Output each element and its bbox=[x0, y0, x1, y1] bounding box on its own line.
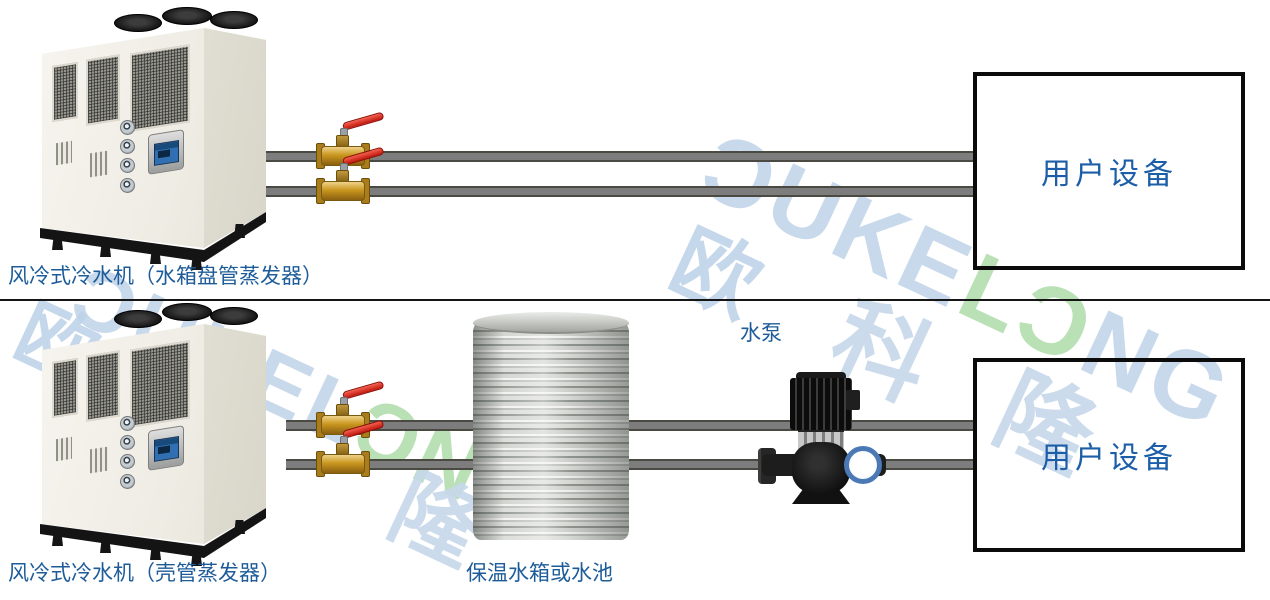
top-return-pipe bbox=[264, 186, 975, 197]
pump-volute-body bbox=[792, 442, 850, 494]
chiller-fan bbox=[162, 7, 212, 25]
chiller-fan bbox=[114, 310, 162, 328]
bottom-chiller-unit bbox=[34, 298, 270, 566]
valve-handle bbox=[341, 380, 385, 400]
pump-caption: 水泵 bbox=[740, 322, 782, 345]
pressure-gauge bbox=[120, 178, 135, 193]
chiller-louver-vent bbox=[56, 436, 72, 462]
valve-handle bbox=[341, 111, 385, 131]
watermark-letter: Ɔ bbox=[685, 112, 797, 240]
pump-motor bbox=[790, 378, 852, 430]
watermark-letter: U bbox=[751, 143, 863, 271]
chiller-side-panel bbox=[204, 324, 266, 544]
chiller-condenser-grille bbox=[52, 357, 78, 419]
top-user-equipment-box: 用户设备 bbox=[973, 72, 1245, 270]
chiller-foot bbox=[52, 532, 63, 546]
chiller-condenser-grille bbox=[86, 54, 120, 126]
valve-body bbox=[321, 454, 365, 474]
chiller-foot bbox=[150, 250, 161, 264]
chiller-fan bbox=[114, 14, 162, 32]
section-divider bbox=[0, 299, 1270, 301]
chiller-louver-vent bbox=[56, 140, 72, 166]
chiller-louver-vent bbox=[90, 150, 108, 178]
water-pump bbox=[758, 372, 890, 512]
pump-discharge-flange bbox=[844, 446, 882, 484]
pressure-gauge bbox=[120, 158, 135, 173]
top-user-equipment-label: 用户设备 bbox=[1041, 158, 1177, 191]
chiller-foot bbox=[150, 546, 161, 560]
bottom-return-valve bbox=[316, 419, 399, 477]
pressure-gauge bbox=[120, 416, 135, 431]
chiller-foot bbox=[52, 236, 63, 250]
chiller-foot bbox=[234, 520, 245, 534]
bottom-user-equipment-label: 用户设备 bbox=[1041, 442, 1177, 475]
chiller-condenser-grille bbox=[130, 340, 190, 428]
control-panel-screen bbox=[154, 435, 179, 462]
pump-junction-box bbox=[846, 390, 860, 410]
bottom-user-equipment-box: 用户设备 bbox=[973, 358, 1245, 552]
pressure-gauge bbox=[120, 454, 135, 469]
chiller-foot bbox=[191, 256, 202, 270]
bottom-chiller-caption: 风冷式冷水机（壳管蒸发器） bbox=[8, 562, 281, 585]
chiller-condenser-grille bbox=[86, 350, 120, 422]
watermark-letter: E bbox=[883, 204, 990, 330]
valve-body bbox=[321, 181, 365, 201]
chiller-foot bbox=[100, 539, 111, 553]
pressure-gauge bbox=[120, 139, 135, 154]
chiller-foot bbox=[234, 224, 245, 238]
top-supply-pipe bbox=[264, 151, 975, 162]
pump-base bbox=[792, 490, 850, 504]
chiller-condenser-grille bbox=[130, 44, 190, 132]
pump-motor-cap bbox=[796, 372, 846, 382]
tank-body bbox=[473, 322, 629, 540]
chiller-louver-vent bbox=[90, 446, 108, 474]
top-return-valve bbox=[316, 146, 399, 204]
insulated-water-tank bbox=[473, 312, 629, 546]
chiller-foot bbox=[191, 552, 202, 566]
chiller-fan bbox=[210, 307, 258, 325]
chiller-fan bbox=[162, 303, 212, 321]
chiller-control-panel bbox=[148, 425, 184, 471]
top-chiller-caption: 风冷式冷水机（水箱盘管蒸发器） bbox=[8, 265, 323, 288]
chiller-condenser-grille bbox=[52, 61, 78, 123]
chiller-control-panel bbox=[148, 129, 184, 175]
control-panel-screen bbox=[154, 139, 179, 166]
chiller-side-panel bbox=[204, 28, 266, 248]
watermark-cjk-ou-top: 欧 bbox=[656, 213, 775, 336]
pressure-gauge bbox=[120, 474, 135, 489]
chiller-foot bbox=[100, 243, 111, 257]
bottom-return-pipe bbox=[286, 459, 975, 470]
bottom-supply-pipe bbox=[286, 420, 975, 431]
top-chiller-unit bbox=[34, 2, 270, 270]
tank-caption: 保温水箱或水池 bbox=[466, 562, 613, 585]
tank-top-cap bbox=[473, 312, 629, 334]
chiller-fan bbox=[210, 11, 258, 29]
pressure-gauge bbox=[120, 120, 135, 135]
pressure-gauge bbox=[120, 435, 135, 450]
